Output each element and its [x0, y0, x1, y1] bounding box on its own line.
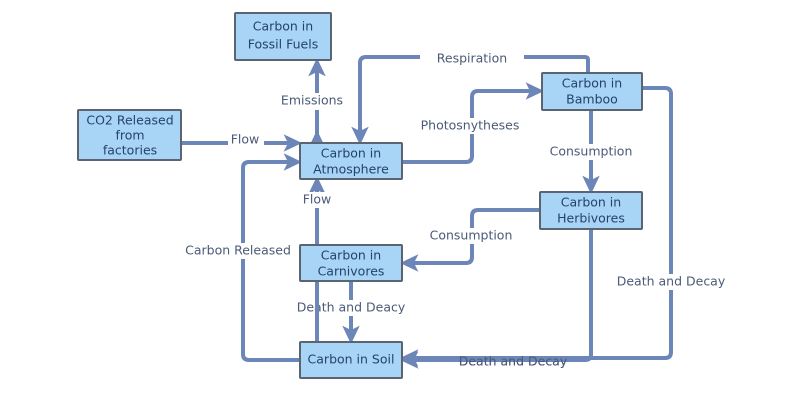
- node-carbon-in-carnivores[interactable]: Carbon in Carnivores: [299, 244, 403, 282]
- node-carbon-in-bamboo[interactable]: Carbon in Bamboo: [541, 72, 643, 111]
- node-carbon-in-atmosphere[interactable]: Carbon in Atmosphere: [299, 142, 403, 180]
- node-carbon-in-soil[interactable]: Carbon in Soil: [299, 341, 403, 379]
- edge-flow-factories[interactable]: Flow: [181, 132, 303, 152]
- edge-carbon-released[interactable]: Carbon Released: [182, 153, 303, 362]
- node-co2-released-from-factories[interactable]: CO2 Released from factories: [77, 109, 182, 161]
- edge-emissions[interactable]: Emissions: [275, 57, 351, 149]
- node-carbon-in-fossil-fuels[interactable]: Carbon in Fossil Fuels: [234, 12, 332, 61]
- node-carbon-in-herbivores[interactable]: Carbon in Herbivores: [539, 191, 643, 230]
- edge-death-decay-carnivores-soil[interactable]: Death and Deacy: [288, 281, 416, 345]
